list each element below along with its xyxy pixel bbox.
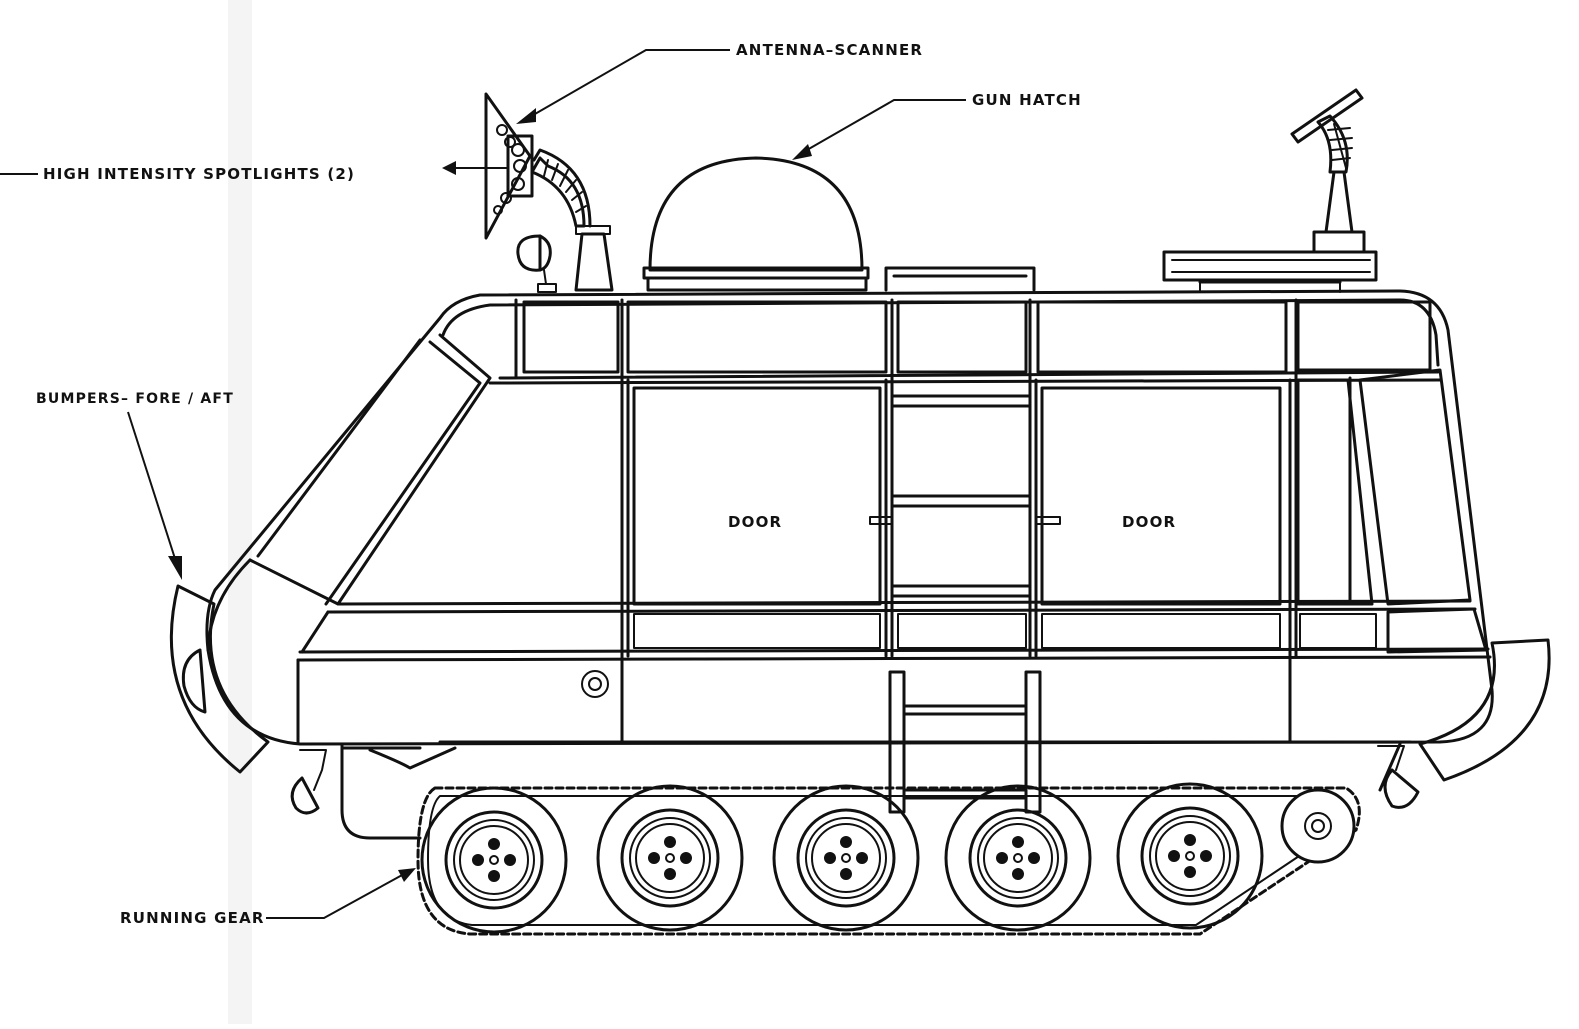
- running-gear-arrow-icon: [398, 868, 416, 882]
- door-left-panel: [632, 386, 882, 606]
- label-gun-hatch: GUN HATCH: [972, 91, 1082, 109]
- antenna-scanner: [442, 92, 614, 292]
- label-door-right: DOOR: [1122, 513, 1176, 531]
- gun-hatch-arrow-icon: [792, 144, 812, 160]
- page-fold-shadow: [228, 0, 252, 1024]
- undercarriage: [290, 740, 1420, 840]
- label-door-left: DOOR: [728, 513, 782, 531]
- side-port: [581, 670, 609, 698]
- rear-antenna: [1290, 88, 1366, 254]
- road-wheel: [944, 784, 1092, 932]
- road-wheel: [596, 784, 744, 932]
- door-right-panel: [1040, 386, 1282, 606]
- road-wheel: [772, 784, 920, 932]
- road-wheel: [420, 786, 568, 934]
- hull: [205, 289, 1494, 814]
- spotlight: [516, 234, 557, 293]
- road-wheels: [420, 782, 1264, 934]
- leader-lines: [0, 49, 966, 919]
- gun-hatch: [642, 156, 870, 292]
- label-spotlights: HIGH INTENSITY SPOTLIGHTS (2): [43, 165, 355, 183]
- bumper-arrow-icon: [168, 556, 182, 580]
- roof-rail: [884, 266, 1036, 292]
- idler-wheel: [1280, 788, 1356, 864]
- antenna-arrow-icon: [516, 108, 536, 124]
- label-running-gear: RUNNING GEAR: [120, 909, 265, 927]
- label-bumpers: BUMPERS– FORE / AFT: [36, 391, 234, 407]
- rear-roof-rack: [1162, 250, 1378, 293]
- label-antenna-scanner: ANTENNA–SCANNER: [736, 41, 923, 59]
- rear-bumper: [1418, 638, 1551, 782]
- road-wheel: [1116, 782, 1264, 930]
- door-handle-right: [1035, 516, 1061, 525]
- front-bumper: [169, 584, 270, 774]
- door-handle-left: [869, 516, 893, 525]
